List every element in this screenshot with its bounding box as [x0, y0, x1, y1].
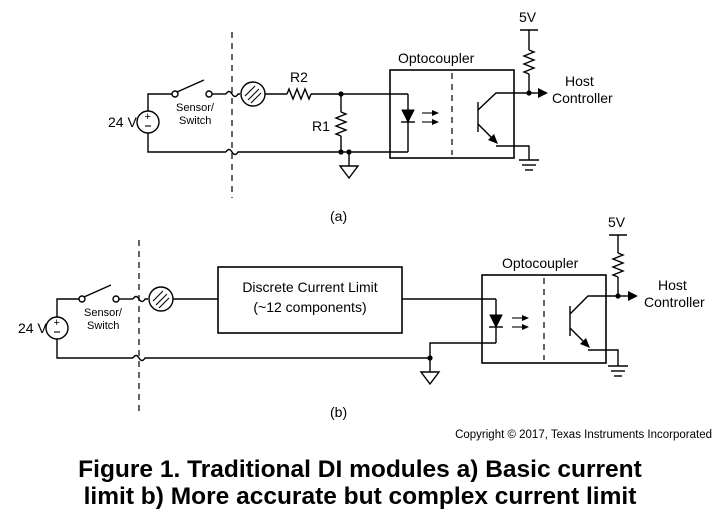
ground-symbol-b — [419, 371, 441, 386]
switch-contact-b1 — [78, 295, 86, 303]
wire-break-top-a — [225, 90, 240, 98]
output-arrow-b — [628, 291, 638, 301]
lamp-symbol-a — [240, 81, 266, 107]
supply-plus-a: + — [145, 111, 151, 123]
current-limit-box — [217, 266, 403, 334]
supply-plus-b: + — [54, 317, 60, 329]
wire-break-bottom-a — [225, 148, 408, 156]
switch-label-a1: Sensor/ — [176, 102, 215, 114]
supply-label-a: 24 V — [108, 114, 137, 130]
r2-label: R2 — [290, 69, 308, 85]
switch-label-b1: Sensor/ — [84, 307, 123, 319]
panel-label-b: (b) — [330, 404, 347, 420]
current-limit-label-2: (~12 components) — [253, 299, 366, 315]
figure-caption: Figure 1. Traditional DI modules a) Basi… — [0, 456, 720, 510]
switch-label-a2: Switch — [179, 115, 211, 127]
lamp-hatch-a3 — [250, 92, 262, 104]
wire-break-bottom-b — [132, 354, 430, 362]
transistor-emitter-arrow-b — [580, 338, 590, 348]
switch-contact-b2 — [112, 295, 120, 303]
switch-blade-b — [83, 284, 112, 298]
wire-break-top-b — [132, 295, 148, 303]
lamp-hatch-a2 — [247, 88, 260, 101]
supply-label-b: 24 V — [18, 320, 47, 336]
diagram-a: + 24 V Sensor/ Switch R2 R1 — [108, 9, 613, 224]
lamp-hatch-b1 — [152, 290, 164, 302]
host-label-b1: Host — [658, 277, 687, 293]
host-label-a1: Host — [565, 73, 594, 89]
wire-return-opto-b — [429, 342, 496, 358]
host-label-b2: Controller — [644, 294, 705, 310]
wire-bottom-left-b — [56, 339, 133, 359]
optocoupler-label-a: Optocoupler — [398, 50, 475, 66]
wire-bottom-left-a — [147, 133, 226, 153]
switch-blade-a — [176, 79, 205, 93]
lamp-hatch-a1 — [244, 85, 256, 97]
lamp-hatch-b3 — [158, 297, 170, 309]
light-arrow-head-a2 — [432, 119, 439, 125]
switch-label-b2: Switch — [87, 320, 119, 332]
current-limit-label-1: Discrete Current Limit — [242, 279, 377, 295]
caption-line-2: limit b) More accurate but complex curre… — [83, 483, 637, 510]
resistor-r2 — [286, 87, 312, 101]
wire-emitter-gnd-b — [588, 349, 619, 366]
host-label-a2: Controller — [552, 90, 613, 106]
pullup-resistor-a — [522, 49, 536, 75]
r1-label: R1 — [312, 118, 330, 134]
light-arrow-head-b2 — [522, 324, 529, 330]
wire-top-left-b — [56, 298, 79, 317]
optocoupler-box-b — [481, 274, 607, 364]
caption-line-1: Figure 1. Traditional DI modules a) Basi… — [78, 456, 642, 483]
led-symbol-b — [489, 314, 503, 329]
junction-bottom-a1 — [338, 149, 344, 155]
wire-emitter-gnd-a — [496, 145, 530, 160]
wire-top-left-a — [147, 93, 172, 111]
optocoupler-label-b: Optocoupler — [502, 255, 579, 271]
transistor-emitter-arrow-a — [488, 134, 498, 144]
copyright-text: Copyright © 2017, Texas Instruments Inco… — [455, 429, 712, 441]
switch-contact-a2 — [205, 90, 213, 98]
light-arrow-head-a1 — [432, 110, 439, 116]
lamp-hatch-b2 — [155, 293, 168, 306]
optocoupler-box-a — [389, 69, 515, 159]
resistor-r1 — [334, 111, 348, 137]
vcc-label-a: 5V — [519, 9, 537, 25]
light-arrow-head-b1 — [522, 315, 529, 321]
ground-symbol-a — [338, 165, 360, 180]
transistor-collector-b — [569, 295, 618, 315]
switch-contact-a1 — [171, 90, 179, 98]
pullup-resistor-b — [611, 252, 625, 278]
transistor-collector-a — [477, 92, 529, 111]
led-symbol-a — [401, 109, 415, 124]
vcc-label-b: 5V — [608, 214, 626, 230]
output-arrow-a — [538, 88, 548, 98]
lamp-symbol-b — [148, 286, 174, 312]
diagram-b: + 24 V Sensor/ Switch Discrete Current L… — [18, 214, 705, 420]
panel-label-a: (a) — [330, 208, 347, 224]
